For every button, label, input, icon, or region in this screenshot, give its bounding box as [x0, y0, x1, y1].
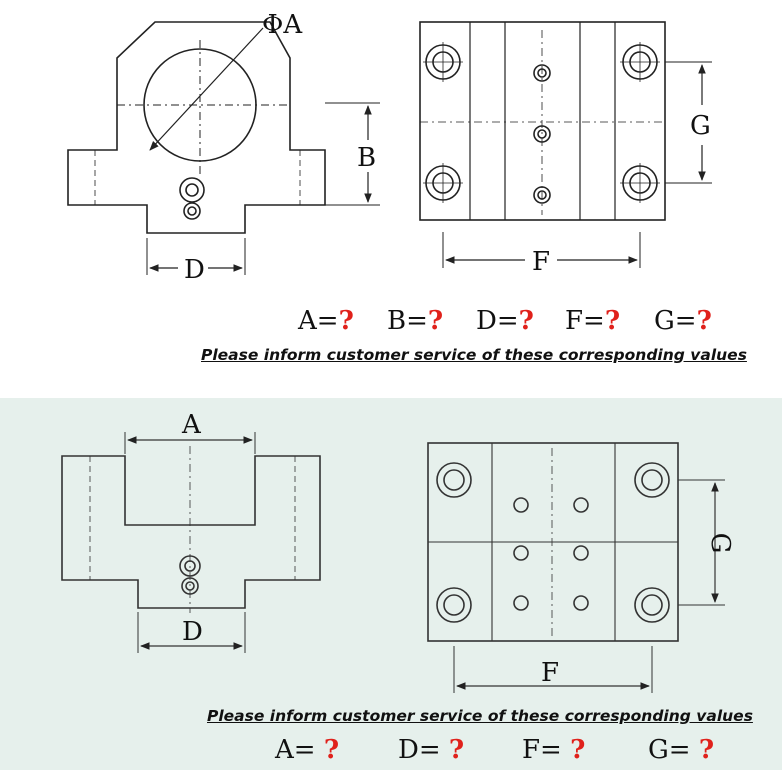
top-plan-outline — [419, 21, 666, 221]
top-value-f: F=? — [565, 306, 621, 336]
top-housing-outline — [67, 21, 326, 234]
bottom-value-a: A= ? — [275, 735, 340, 765]
top-notice-text: Please inform customer service of these … — [201, 346, 747, 364]
top-technical-drawing: ΦA B D — [67, 10, 712, 285]
top-label-b: B — [357, 143, 376, 173]
bottom-drawing-panel: A D G F — [0, 398, 782, 770]
oil-fitting-icon — [179, 177, 205, 220]
bottom-label-g: G — [705, 533, 735, 554]
question-mark: ? — [427, 306, 444, 336]
top-values-row: A=? B=? D=? F=? G=? — [0, 306, 782, 338]
top-value-a: A=? — [298, 306, 354, 336]
question-mark: ? — [518, 306, 534, 336]
bottom-label-a: A — [181, 410, 202, 440]
question-mark: ? — [323, 735, 340, 765]
top-value-d: D=? — [476, 306, 534, 336]
bottom-technical-drawing: A D G F — [61, 410, 735, 693]
question-mark: ? — [696, 306, 712, 336]
top-value-g: G=? — [654, 306, 712, 336]
bottom-value-d: D= ? — [398, 735, 465, 765]
bottom-value-f: F= ? — [522, 735, 586, 765]
question-mark: ? — [698, 735, 715, 765]
question-mark: ? — [604, 306, 621, 336]
bottom-value-g: G= ? — [648, 735, 715, 765]
top-plan-view — [419, 21, 712, 268]
top-value-b: B=? — [387, 306, 444, 336]
bottom-plan-view — [427, 442, 725, 693]
top-front-view — [67, 21, 380, 275]
top-drawing-panel: ΦA B D — [0, 10, 782, 364]
top-label-g: G — [690, 111, 711, 141]
top-mounting-holes — [423, 42, 660, 204]
question-mark: ? — [570, 735, 586, 765]
top-label-phi-a: ΦA — [262, 10, 303, 40]
bottom-notice-text: Please inform customer service of these … — [207, 707, 753, 725]
top-label-f: F — [532, 247, 550, 277]
bottom-housing-outline — [61, 455, 321, 609]
question-mark: ? — [448, 735, 465, 765]
bottom-label-f: F — [541, 658, 559, 688]
bottom-mounting-holes — [436, 462, 670, 623]
bottom-front-view — [61, 432, 321, 653]
question-mark: ? — [338, 306, 354, 336]
bottom-oil-fitting-icon — [179, 555, 201, 595]
bottom-values-row: A= ? D= ? F= ? G= ? — [0, 735, 782, 767]
bottom-label-d: D — [182, 617, 203, 647]
top-label-d: D — [184, 255, 205, 285]
